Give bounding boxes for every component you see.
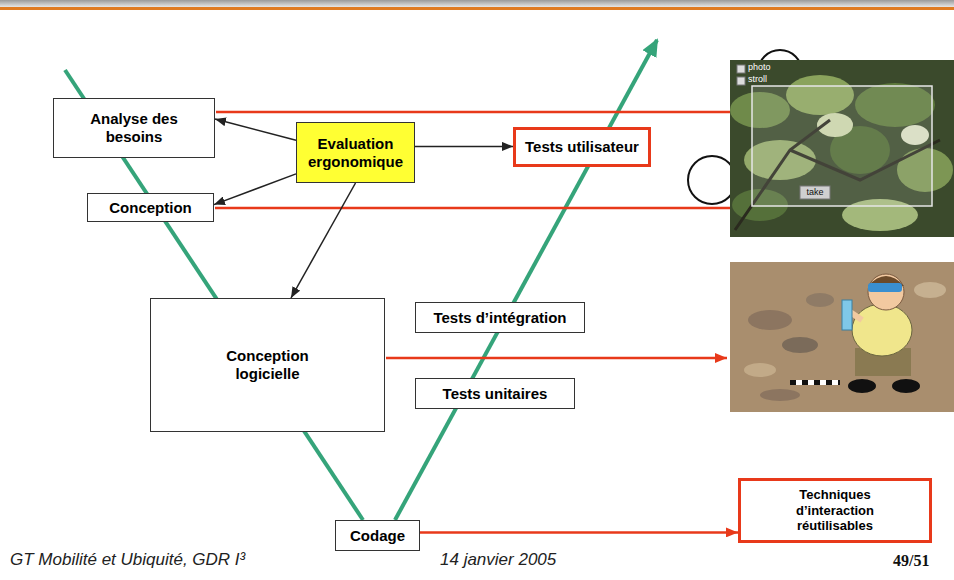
phase-box: Codage (335, 520, 420, 551)
box-label: Tests unitaires (443, 385, 548, 403)
screenshot-illustration (730, 60, 954, 237)
box-label: Tests d’intégration (433, 309, 566, 327)
test-box: Tests unitaires (415, 378, 575, 409)
box-label: Tests utilisateur (525, 138, 639, 156)
archaeologist-illustration (730, 262, 954, 412)
stone (806, 293, 834, 307)
phase-box: Conception logicielle (150, 298, 385, 432)
footer-date: 14 janvier 2005 (440, 550, 556, 570)
connector-arrow (215, 119, 296, 140)
ui-label: photo (748, 62, 771, 72)
box-label: Conception (109, 199, 192, 217)
photo-ground (730, 60, 954, 237)
header-band (0, 0, 954, 7)
header-rule (0, 7, 954, 10)
scale-bar (790, 380, 840, 385)
test-box: Tests utilisateur (513, 127, 651, 167)
bottle (842, 300, 852, 330)
correspondence-line (215, 207, 730, 210)
shoe (892, 379, 920, 393)
stone (914, 282, 946, 298)
stone (782, 337, 818, 353)
test-box: Tests d’intégration (415, 302, 585, 333)
connector-arrow (291, 183, 356, 298)
photo-ground (730, 262, 954, 412)
evaluation-box: Evaluation ergonomique (296, 122, 415, 183)
box-label: Techniques d’interaction réutilisables (778, 487, 893, 534)
shoe (848, 379, 876, 393)
stone (760, 389, 800, 401)
scale-bar (790, 380, 840, 385)
phase-box: Analyse des besoins (53, 98, 215, 158)
button (800, 186, 830, 199)
head (868, 274, 904, 310)
connector-arrow (214, 174, 296, 205)
checkbox (737, 65, 745, 73)
correspondence-arrow (386, 357, 727, 360)
ui-label: stroll (748, 74, 767, 84)
viewfinder-frame (752, 86, 932, 206)
shirt (852, 304, 912, 356)
checkbox (737, 77, 745, 85)
stone (748, 310, 792, 330)
box-label: Analyse des besoins (72, 110, 197, 146)
button-label: take (800, 187, 830, 197)
phase-box: Conception (87, 193, 214, 222)
box-label: Codage (350, 527, 405, 545)
goggles (868, 283, 902, 292)
box-label: Conception logicielle (203, 347, 333, 383)
box-label: Evaluation ergonomique (303, 135, 408, 171)
footer-text: GT Mobilité et Ubiquité, GDR I³ (10, 550, 245, 570)
correspondence-line (216, 111, 730, 114)
connector-arrow (415, 146, 513, 148)
output-box: Techniques d’interaction réutilisables (738, 478, 932, 543)
lens-outline (688, 156, 736, 204)
stone (744, 363, 776, 377)
connector-arrow (420, 531, 738, 534)
page-number: 49/51 (893, 552, 929, 570)
